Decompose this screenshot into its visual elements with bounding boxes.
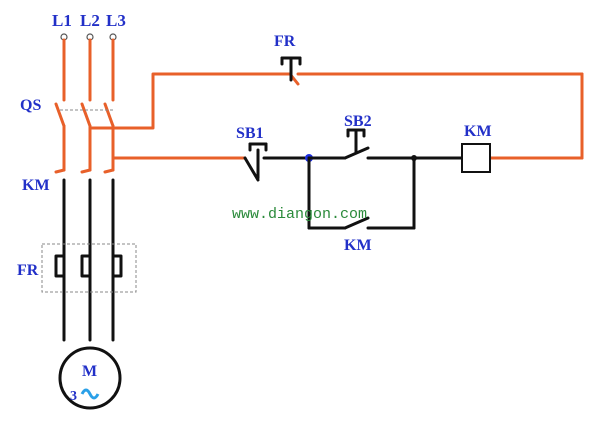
label-qs: QS [20, 97, 41, 114]
label-sb2: SB2 [344, 113, 372, 130]
fr-control-contact [280, 56, 302, 82]
label-fr-control: FR [274, 33, 296, 50]
label-sb1: SB1 [236, 125, 264, 142]
control-circuit-wiring [88, 72, 584, 160]
ac-wave-icon [80, 388, 100, 400]
label-km-aux: KM [344, 237, 372, 254]
label-l3: L3 [106, 11, 126, 30]
motor [58, 346, 122, 410]
label-motor-phase: 3 [70, 389, 77, 404]
label-l2: L2 [80, 11, 100, 30]
km-coil [461, 143, 491, 173]
fr-main-elements [54, 254, 123, 278]
supply-wires [62, 38, 115, 102]
watermark: www.diangon.com [232, 206, 367, 223]
sb2-start-button [307, 128, 464, 160]
label-l1: L1 [52, 11, 72, 30]
label-motor: M [82, 363, 97, 380]
sb1-stop-button [243, 142, 311, 182]
label-km-coil: KM [464, 123, 492, 140]
km-main-contacts [54, 168, 115, 342]
km-aux-contact [307, 155, 417, 230]
fr-main-box [41, 243, 137, 293]
qs-switch [54, 102, 115, 172]
label-km-main: KM [22, 177, 50, 194]
label-fr-main: FR [17, 262, 39, 279]
